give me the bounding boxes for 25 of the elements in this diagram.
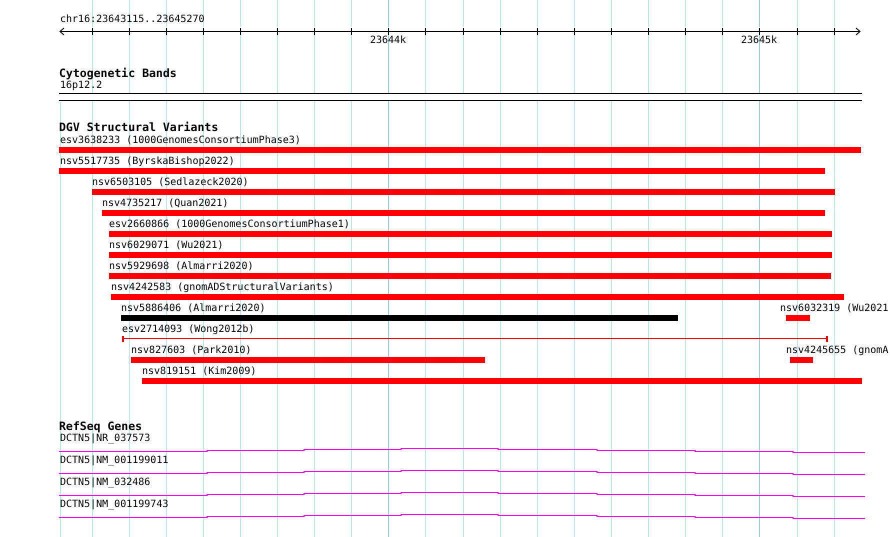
- gene-label: DCTN5|NM_032486: [60, 477, 150, 488]
- scale-tick-label: 23644k: [370, 35, 406, 46]
- cytoband-label: 16p12.2: [60, 80, 102, 91]
- gene-label: DCTN5|NR_037573: [60, 433, 150, 444]
- variant-label: nsv6029071 (Wu2021): [109, 240, 224, 251]
- variant-label: nsv6503105 (Sedlazeck2020): [92, 177, 249, 188]
- variant-label: nsv5517735 (ByrskaBishop2022): [60, 156, 235, 167]
- track-title: DGV Structural Variants: [59, 121, 218, 133]
- variant-label: nsv4242583 (gnomADStructuralVariants): [111, 282, 334, 293]
- coordinate-range-label: chr16:23643115..23645270: [60, 14, 204, 25]
- scale-tick-label: 23645k: [740, 35, 778, 46]
- variant-label: nsv4735217 (Quan2021): [102, 198, 228, 209]
- track-title: Cytogenetic Bands: [59, 67, 177, 79]
- gene-label: DCTN5|NM_001199743: [60, 499, 168, 510]
- variant-label: esv3638233 (1000GenomesConsortiumPhase3): [60, 135, 301, 146]
- variant-label: nsv5886406 (Almarri2020): [121, 303, 266, 314]
- variant-label: nsv4245655 (gnomA: [786, 345, 888, 356]
- gene-label: DCTN5|NM_001199011: [60, 455, 168, 466]
- variant-label: nsv6032319 (Wu2021: [780, 303, 888, 314]
- variant-label: esv2660866 (1000GenomesConsortiumPhase1): [109, 219, 350, 230]
- variant-label: nsv827603 (Park2010): [131, 345, 252, 356]
- track-title: RefSeq Genes: [59, 420, 142, 432]
- variant-label: nsv5929698 (Almarri2020): [109, 261, 254, 272]
- variant-label: esv2714093 (Wong2012b): [122, 324, 254, 335]
- variant-label: nsv819151 (Kim2009): [142, 366, 256, 377]
